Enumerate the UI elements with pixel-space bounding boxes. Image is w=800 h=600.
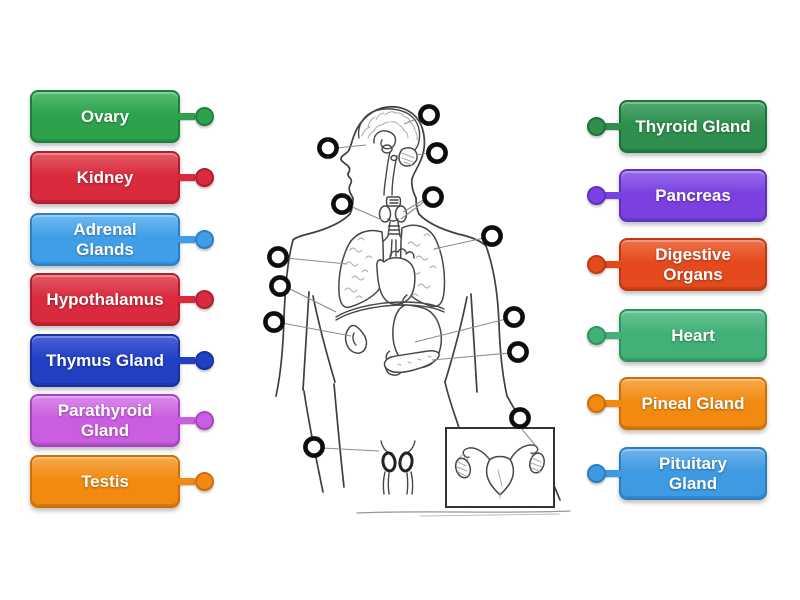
label-text: Pituitary Gland [658, 454, 728, 493]
answer-point[interactable] [267, 246, 289, 268]
label-text: Parathyroid Gland [57, 401, 153, 440]
label-pineal-gland[interactable]: Pineal Gland [587, 377, 767, 430]
connector-stem [178, 357, 195, 364]
connector-dot[interactable] [587, 117, 606, 136]
pancreas-drawing [383, 350, 440, 374]
label-digestive-organs[interactable]: Digestive Organs [587, 238, 767, 291]
label-hypothalamus[interactable]: Hypothalamus [30, 273, 214, 326]
label-text: Adrenal Glands [73, 220, 137, 259]
label-text: Testis [81, 471, 129, 491]
answer-point[interactable] [269, 275, 291, 297]
answer-point[interactable] [481, 225, 503, 247]
connector-stem [605, 470, 621, 477]
answer-point[interactable] [303, 436, 325, 458]
label-adrenal-glands[interactable]: Adrenal Glands [30, 213, 214, 266]
label-text: Thymus Gland [45, 350, 165, 370]
connector-dot[interactable] [195, 411, 214, 430]
label-ovary[interactable]: Ovary [30, 90, 214, 143]
label-text: Digestive Organs [655, 245, 731, 284]
label-pancreas[interactable]: Pancreas [587, 169, 767, 222]
answer-point[interactable] [418, 104, 440, 126]
thyroid-drawing [371, 196, 417, 249]
connector-stem [178, 113, 195, 120]
answer-point[interactable] [509, 407, 531, 429]
label-thyroid-gland[interactable]: Thyroid Gland [587, 100, 767, 153]
connector-dot[interactable] [587, 255, 606, 274]
label-text: Hypothalamus [46, 289, 164, 309]
label-pituitary-gland[interactable]: Pituitary Gland [587, 447, 767, 500]
label-text: Pancreas [655, 185, 731, 205]
connector-stem [178, 478, 195, 485]
brain-drawing [357, 108, 421, 196]
connector-stem [605, 123, 621, 130]
label-kidney[interactable]: Kidney [30, 151, 214, 204]
uterus-inset [445, 427, 555, 508]
label-text: Kidney [76, 167, 134, 187]
connector-dot[interactable] [195, 351, 214, 370]
label-text: Thyroid Gland [635, 116, 751, 136]
connector-dot[interactable] [587, 394, 606, 413]
answer-point[interactable] [331, 193, 353, 215]
connector-dot[interactable] [195, 290, 214, 309]
answer-point[interactable] [422, 186, 444, 208]
connector-stem [178, 296, 195, 303]
answer-point[interactable] [507, 341, 529, 363]
answer-point[interactable] [426, 142, 448, 164]
answer-point[interactable] [317, 137, 339, 159]
connector-dot[interactable] [195, 168, 214, 187]
connector-dot[interactable] [587, 326, 606, 345]
connector-dot[interactable] [587, 464, 606, 483]
connector-dot[interactable] [587, 186, 606, 205]
testes-drawing [380, 440, 416, 495]
ground-line [356, 510, 571, 514]
connector-stem [178, 174, 195, 181]
connector-stem [605, 261, 621, 268]
label-text: Pineal Gland [641, 393, 745, 413]
answer-points [263, 104, 531, 458]
label-text: Ovary [80, 106, 130, 126]
connector-dot[interactable] [195, 472, 214, 491]
label-thymus-gland[interactable]: Thymus Gland [30, 334, 214, 387]
connector-stem [178, 236, 195, 243]
connector-stem [605, 332, 621, 339]
connector-dot[interactable] [195, 230, 214, 249]
connector-stem [605, 192, 621, 199]
label-text: Heart [671, 325, 715, 345]
label-parathyroid-gland[interactable]: Parathyroid Gland [30, 394, 214, 447]
connector-stem [605, 400, 621, 407]
connector-stem [178, 417, 195, 424]
kidney-drawing [344, 324, 368, 354]
answer-point[interactable] [503, 306, 525, 328]
label-heart[interactable]: Heart [587, 309, 767, 362]
answer-point[interactable] [263, 311, 285, 333]
connector-dot[interactable] [195, 107, 214, 126]
diaphragm-line [335, 301, 445, 318]
leader-lines [281, 116, 537, 452]
label-testis[interactable]: Testis [30, 455, 214, 508]
